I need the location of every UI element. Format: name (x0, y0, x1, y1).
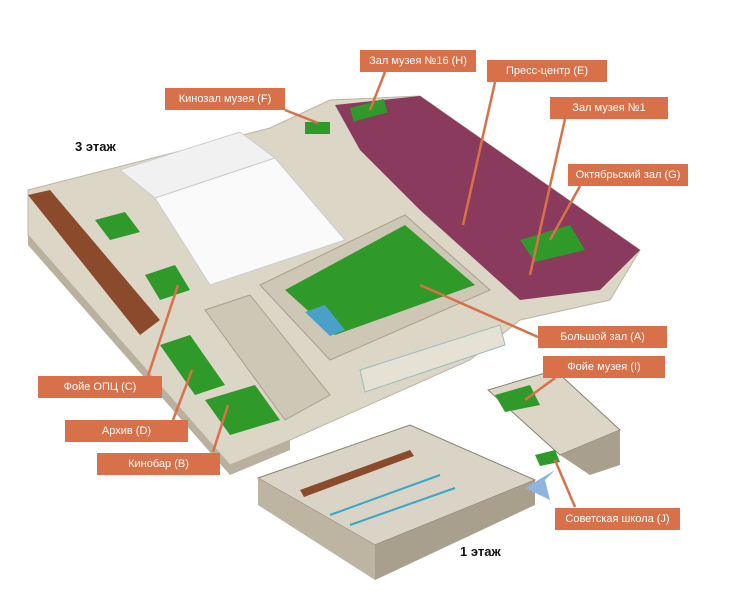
floor-label-first: 1 этаж (460, 544, 501, 559)
seats-d (160, 335, 225, 395)
display-cases (329, 474, 441, 516)
first-floor-edge (258, 478, 375, 580)
booths (359, 324, 506, 393)
leader-g (548, 185, 582, 241)
label-museum-foyer: Фойе музея (I) (543, 356, 665, 378)
label-soviet-school: Советская школа (J) (555, 508, 680, 530)
leader-e (461, 81, 497, 226)
atrium-void (154, 157, 346, 286)
leader-c (146, 284, 180, 377)
museum-foyer-edge (560, 430, 620, 475)
leader-j (553, 459, 577, 508)
leader-m1 (528, 118, 567, 276)
grand-hall-seats (285, 225, 475, 335)
label-museum-hall-16: Зал музея №16 (H) (360, 50, 476, 72)
label-october-hall: Октябрьский зал (G) (568, 164, 688, 186)
label-archive: Архив (D) (65, 420, 188, 442)
leader-lines (146, 71, 582, 508)
label-museum-cinema: Кинозал музея (F) (165, 88, 285, 110)
floor-label-third: 3 этаж (75, 139, 116, 154)
label-cinebar: Кинобар (B) (97, 453, 220, 475)
grand-hall-stage (305, 305, 345, 336)
label-grand-hall: Большой зал (A) (538, 326, 667, 348)
seats-h (350, 98, 388, 122)
seats-i (495, 385, 540, 412)
display-cases-2 (349, 487, 456, 526)
leader-i (524, 376, 556, 402)
seats-j (535, 450, 560, 466)
leader-b (211, 404, 230, 453)
label-press-center: Пресс-центр (E) (487, 60, 607, 82)
label-opc-foyer: Фойе ОПЦ (C) (38, 376, 162, 398)
seats-b (205, 385, 280, 435)
label-museum-hall-1: Зал музея №1 (550, 97, 668, 119)
seats-f (305, 122, 330, 134)
leader-a (419, 283, 539, 339)
left-wall (28, 190, 160, 335)
leader-f (284, 108, 319, 125)
transition-arrow-icon (525, 470, 555, 500)
third-floor-edge (28, 235, 290, 475)
counter (300, 450, 414, 497)
corridor-block (204, 294, 331, 421)
first-floor-edge-right (375, 480, 535, 580)
seats-top-left (95, 212, 140, 240)
leader-d (171, 369, 194, 421)
seats-c (145, 265, 190, 300)
leader-h (368, 71, 387, 111)
